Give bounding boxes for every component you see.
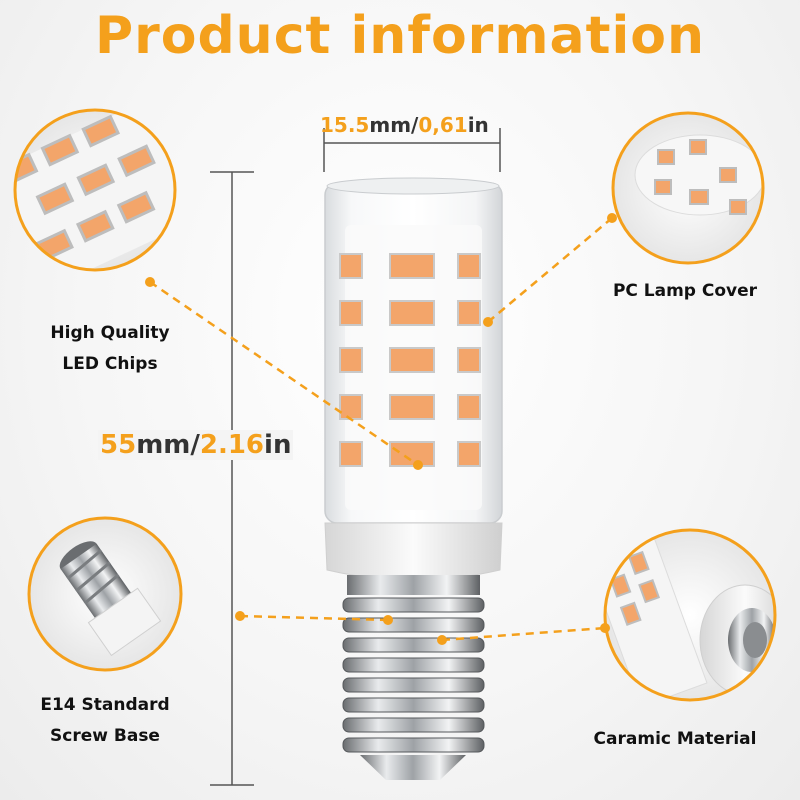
callout-lines: [149, 217, 613, 642]
lamp-cover-label: PC Lamp Cover: [612, 281, 758, 301]
led-chip: [339, 300, 363, 326]
led-chips-label: High Quality LED Chips: [30, 318, 190, 380]
led-chip: [457, 253, 481, 279]
width-dimension-line: [323, 128, 501, 172]
led-chip: [389, 441, 435, 467]
thread-ring: [342, 657, 485, 673]
led-chips-detail: [0, 97, 202, 288]
thread-ring: [342, 697, 485, 713]
ceramic-detail: [603, 528, 777, 702]
thread-ring: [342, 737, 485, 753]
thread-ring: [342, 717, 485, 733]
lamp-cover-detail: [611, 111, 765, 265]
led-chip: [389, 253, 435, 279]
width-in-value: 0,61: [418, 113, 468, 137]
led-chip: [457, 441, 481, 467]
led-chip: [389, 347, 435, 373]
led-chips-label-line1: High Quality: [50, 323, 170, 343]
led-chips-label-line2: LED Chips: [62, 354, 158, 374]
thread-ring: [342, 617, 485, 633]
page-title: Product information: [94, 6, 706, 66]
callout-dots: [145, 213, 617, 645]
screw-base-detail: [27, 516, 183, 672]
ceramic-label: Caramic Material: [593, 729, 757, 749]
led-chip: [457, 394, 481, 420]
bulb: [324, 177, 503, 780]
led-chip: [389, 300, 435, 326]
led-chip: [339, 347, 363, 373]
height-dimension: 55mm/2.16in: [98, 430, 294, 460]
thread-ring: [342, 677, 485, 693]
height-mm-value: 55: [100, 430, 137, 460]
led-chip: [457, 347, 481, 373]
screw-base-label: E14 Standard Screw Base: [30, 690, 180, 752]
led-chip: [389, 394, 435, 420]
screw-threads: [342, 597, 485, 753]
height-dimension-line: [210, 171, 254, 786]
width-mm-unit: mm/: [369, 113, 419, 137]
screw-base-label-line2: Screw Base: [50, 726, 160, 746]
width-dimension: 15.5mm/0,61in: [320, 113, 489, 137]
height-in-unit: in: [264, 430, 292, 460]
led-chips: [339, 253, 481, 467]
screw-base-label-line1: E14 Standard: [40, 695, 170, 715]
thread-ring: [342, 637, 485, 653]
height-in-value: 2.16: [199, 430, 265, 460]
width-mm-value: 15.5: [320, 113, 370, 137]
width-in-unit: in: [467, 113, 489, 137]
led-chip: [339, 441, 363, 467]
led-chip: [457, 300, 481, 326]
led-chip: [339, 253, 363, 279]
led-chip: [339, 394, 363, 420]
thread-ring: [342, 597, 485, 613]
height-mm-unit: mm/: [136, 430, 200, 460]
